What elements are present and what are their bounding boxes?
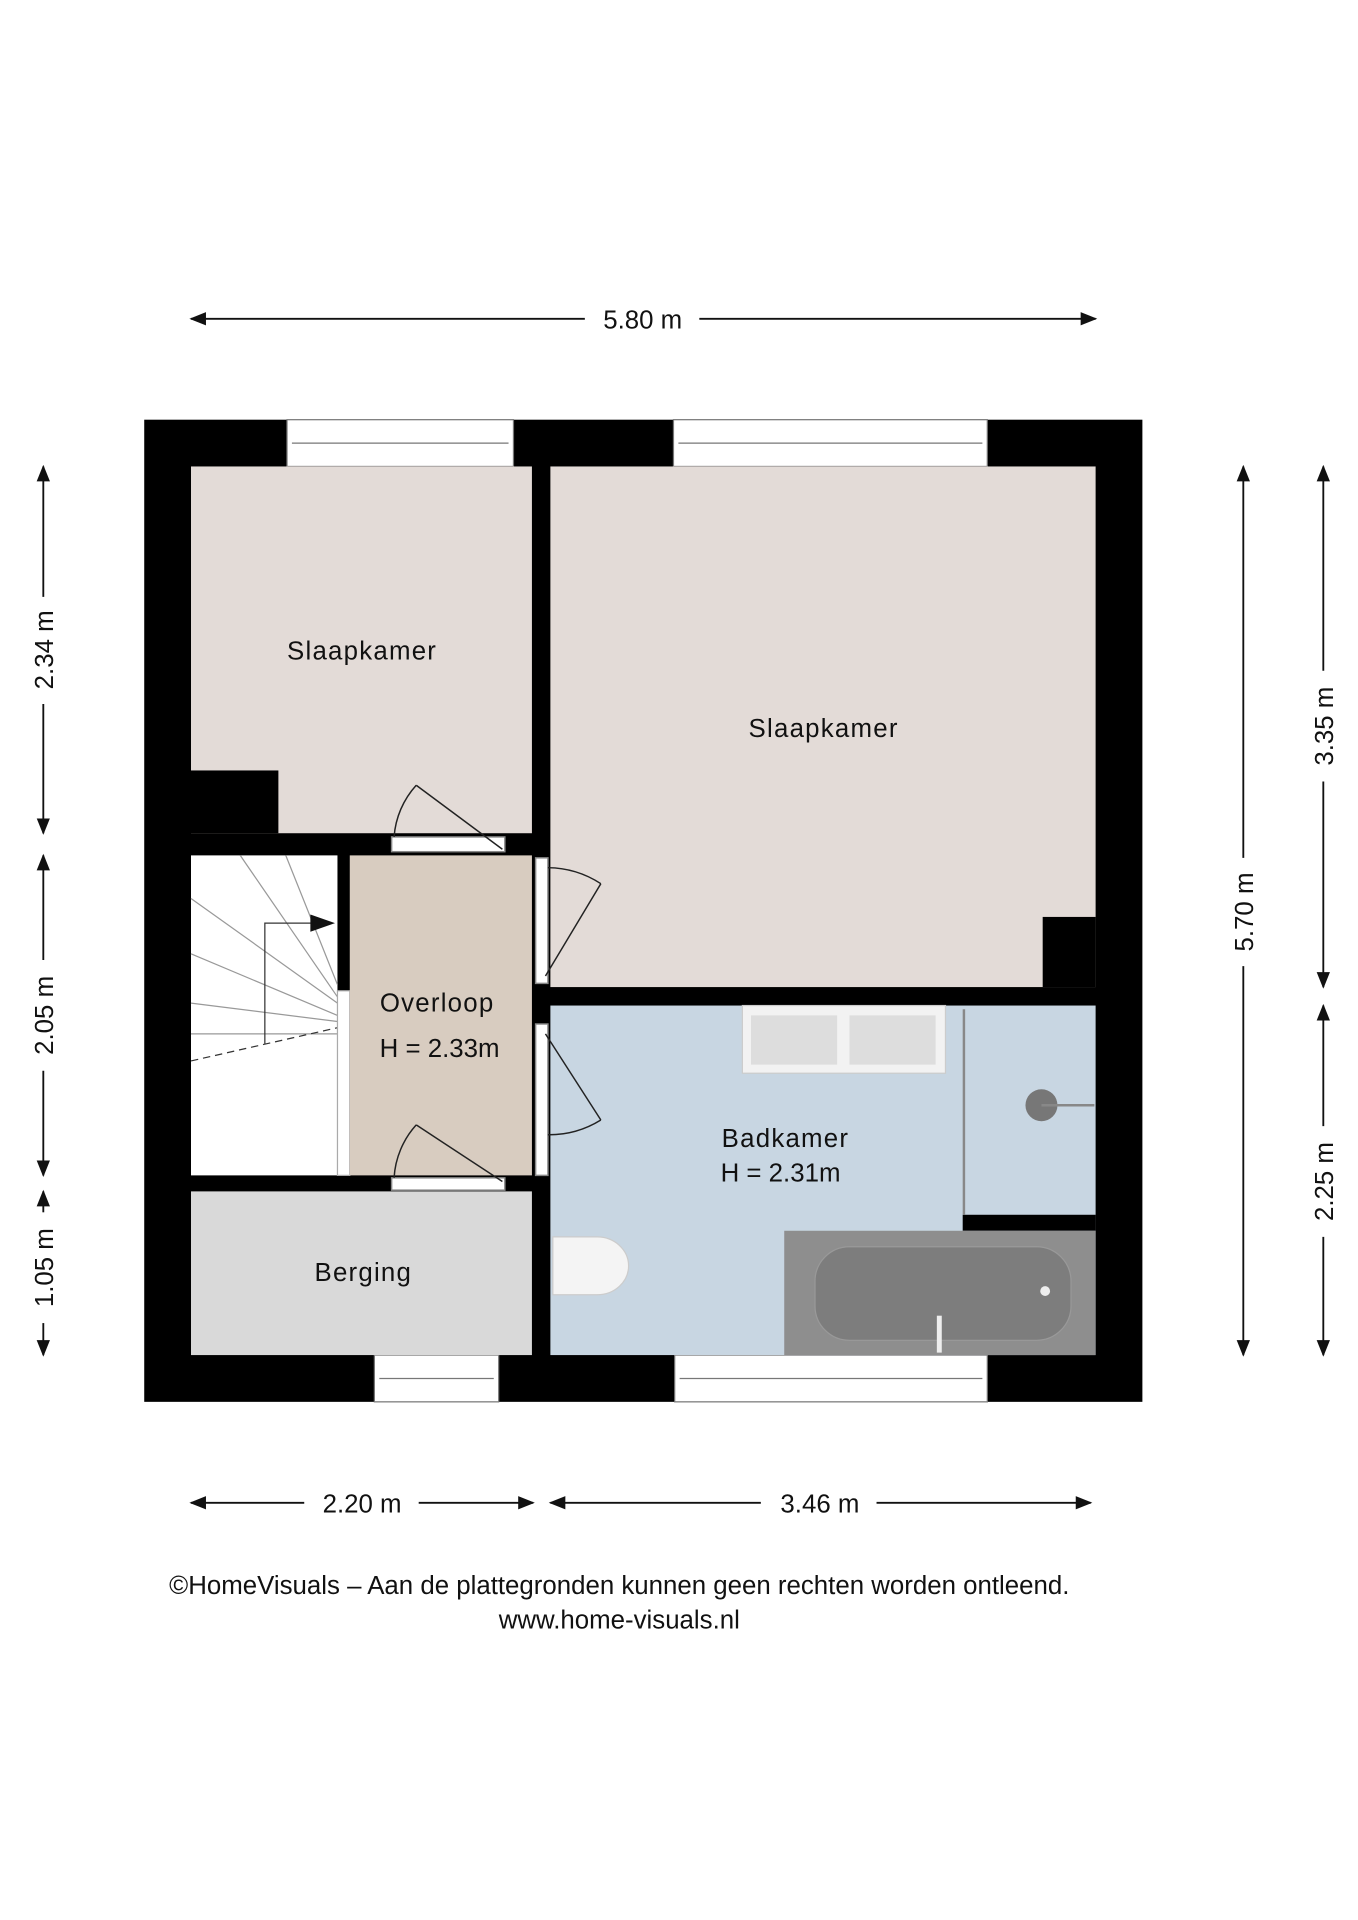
dim-bottom-right: 3.46 m (780, 1491, 859, 1519)
room-label-berging: Berging (314, 1259, 412, 1287)
dim-top-width: 5.80 m (603, 307, 682, 335)
shower-wall (962, 1214, 1096, 1231)
room-slaapkamer-large (550, 466, 1096, 988)
room-height-badkamer: H = 2.31m (721, 1160, 841, 1188)
room-label-slaapkamer-large: Slaapkamer (749, 715, 899, 743)
dim-right-top: 3.35 m (1311, 687, 1339, 766)
room-label-badkamer: Badkamer (722, 1125, 850, 1153)
footer-website[interactable]: www.home-visuals.nl (498, 1606, 740, 1634)
dimension-lines (36, 312, 1330, 1510)
toilet (552, 1236, 630, 1296)
room-label-slaapkamer-small: Slaapkamer (287, 638, 437, 666)
footer-disclaimer: ©HomeVisuals – Aan de plattegronden kunn… (169, 1572, 1069, 1600)
dim-bottom-left: 2.20 m (323, 1491, 402, 1519)
room-height-overloop: H = 2.33m (380, 1035, 500, 1063)
sinks (741, 1004, 947, 1074)
doors (390, 784, 602, 1191)
stair-treads (190, 855, 351, 1176)
windows (286, 419, 988, 1403)
bathtub (784, 1230, 1096, 1356)
wall-notch (1042, 916, 1096, 988)
dim-left-top: 2.34 m (31, 610, 59, 689)
dim-right-bottom: 2.25 m (1311, 1142, 1339, 1221)
dim-right-total: 5.70 m (1231, 873, 1259, 952)
room-overloop (349, 855, 532, 1176)
room-label-overloop: Overloop (380, 990, 495, 1018)
dim-left-middle: 2.05 m (31, 976, 59, 1055)
room-berging (191, 1191, 532, 1356)
dim-left-bottom: 1.05 m (31, 1228, 59, 1307)
chimney-block (191, 770, 279, 834)
